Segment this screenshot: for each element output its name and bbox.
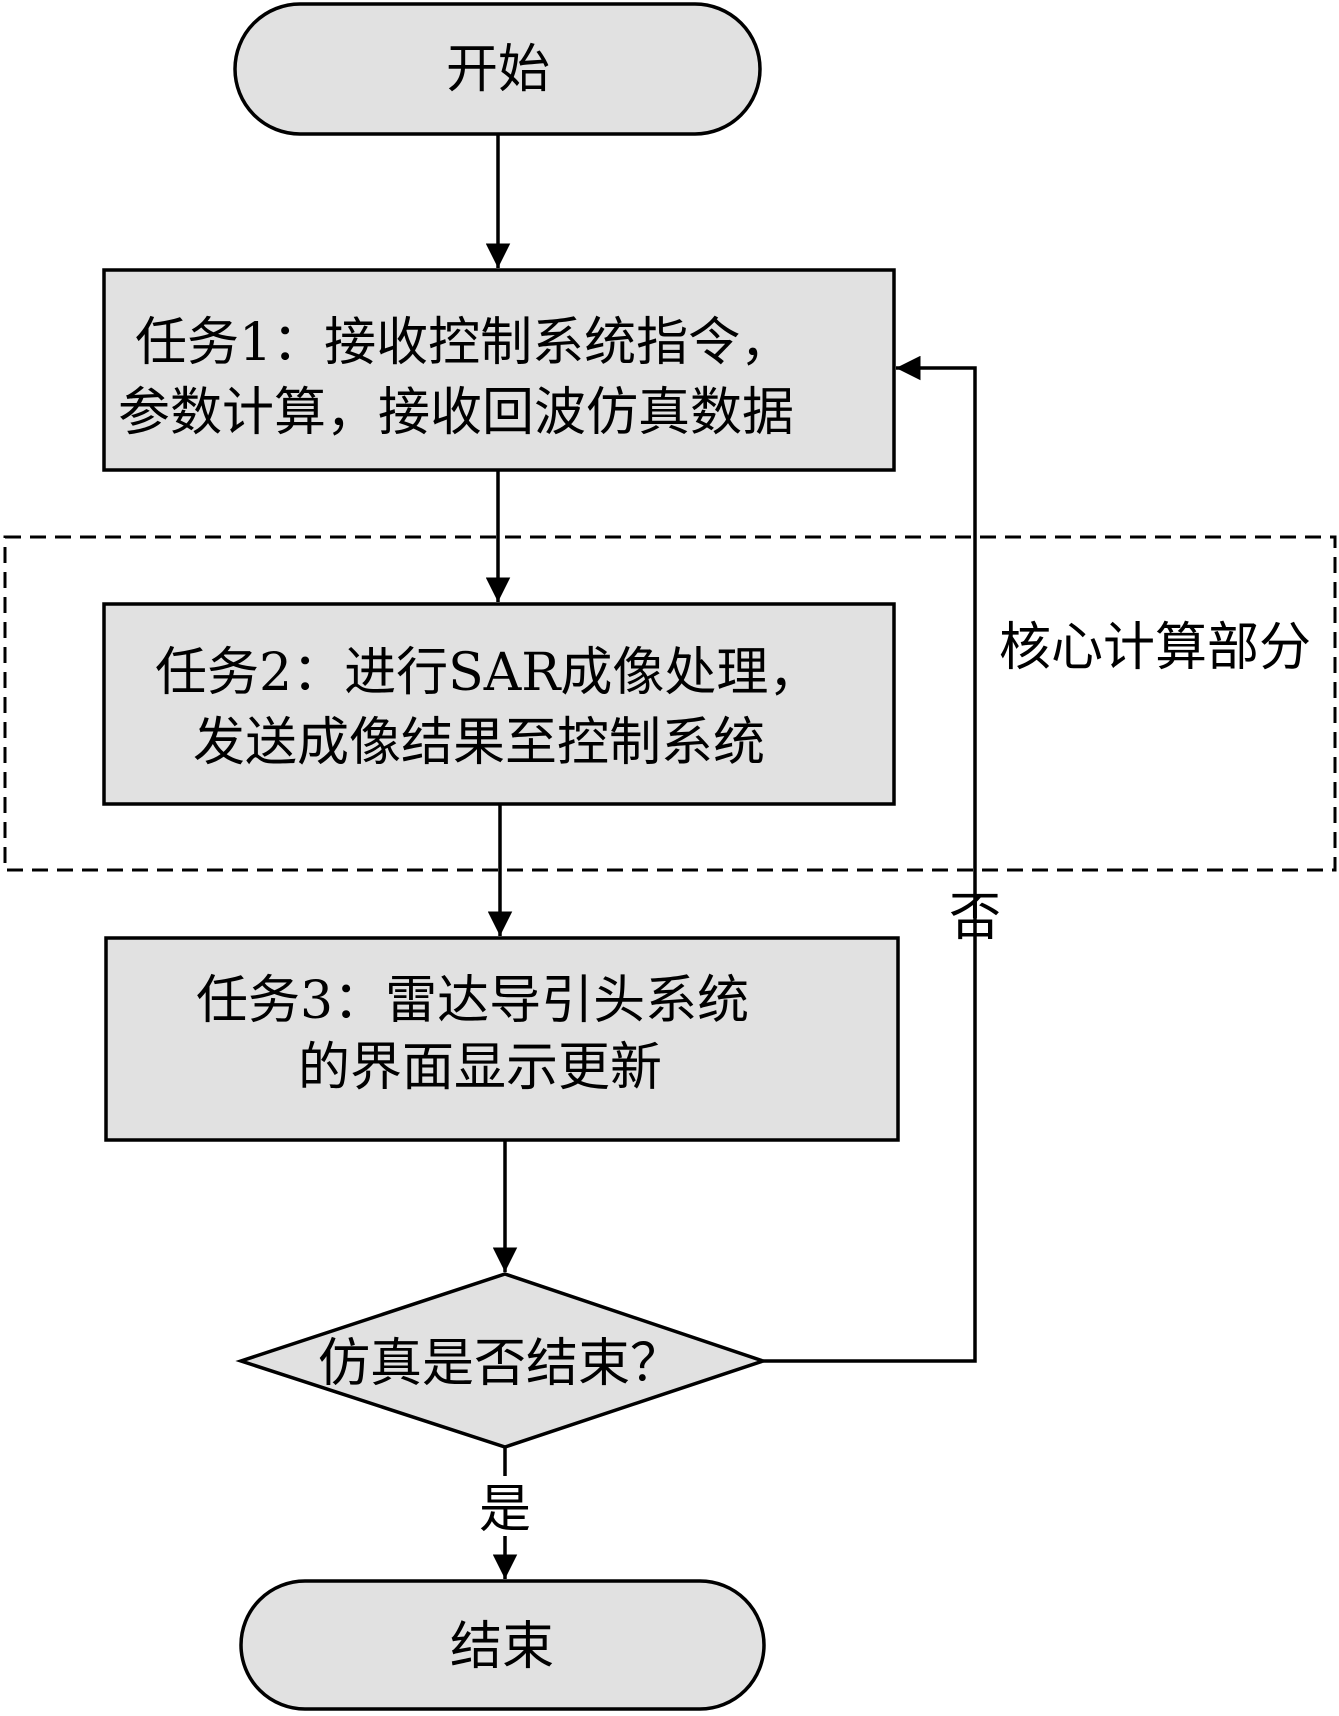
task2-line2: 发送成像结果至控制系统 <box>193 713 765 773</box>
task2-line1: 任务2：进行SAR成像处理， <box>155 643 820 703</box>
decision-label: 仿真是否结束？ <box>318 1334 682 1394</box>
task1-line2: 参数计算，接收回波仿真数据 <box>118 383 794 443</box>
core-region-border <box>3 535 1337 872</box>
task1-box <box>102 268 896 472</box>
edge-label-yes: 是 <box>479 1480 531 1540</box>
start-label: 开始 <box>446 40 550 100</box>
task1-line1: 任务1：接收控制系统指令， <box>135 313 792 373</box>
edge-label-no: 否 <box>949 888 1001 948</box>
task3-line2: 的界面显示更新 <box>298 1038 662 1098</box>
end-label: 结束 <box>450 1617 554 1677</box>
task3-box <box>104 936 900 1142</box>
core-region-label: 核心计算部分 <box>999 618 1311 678</box>
task2-box <box>102 602 896 806</box>
arrow-no-loop-back <box>763 355 977 1363</box>
end-terminal <box>239 1579 766 1711</box>
task3-line1: 任务3：雷达导引头系统 <box>196 971 749 1031</box>
edge-label-yes-bg <box>478 1476 532 1536</box>
